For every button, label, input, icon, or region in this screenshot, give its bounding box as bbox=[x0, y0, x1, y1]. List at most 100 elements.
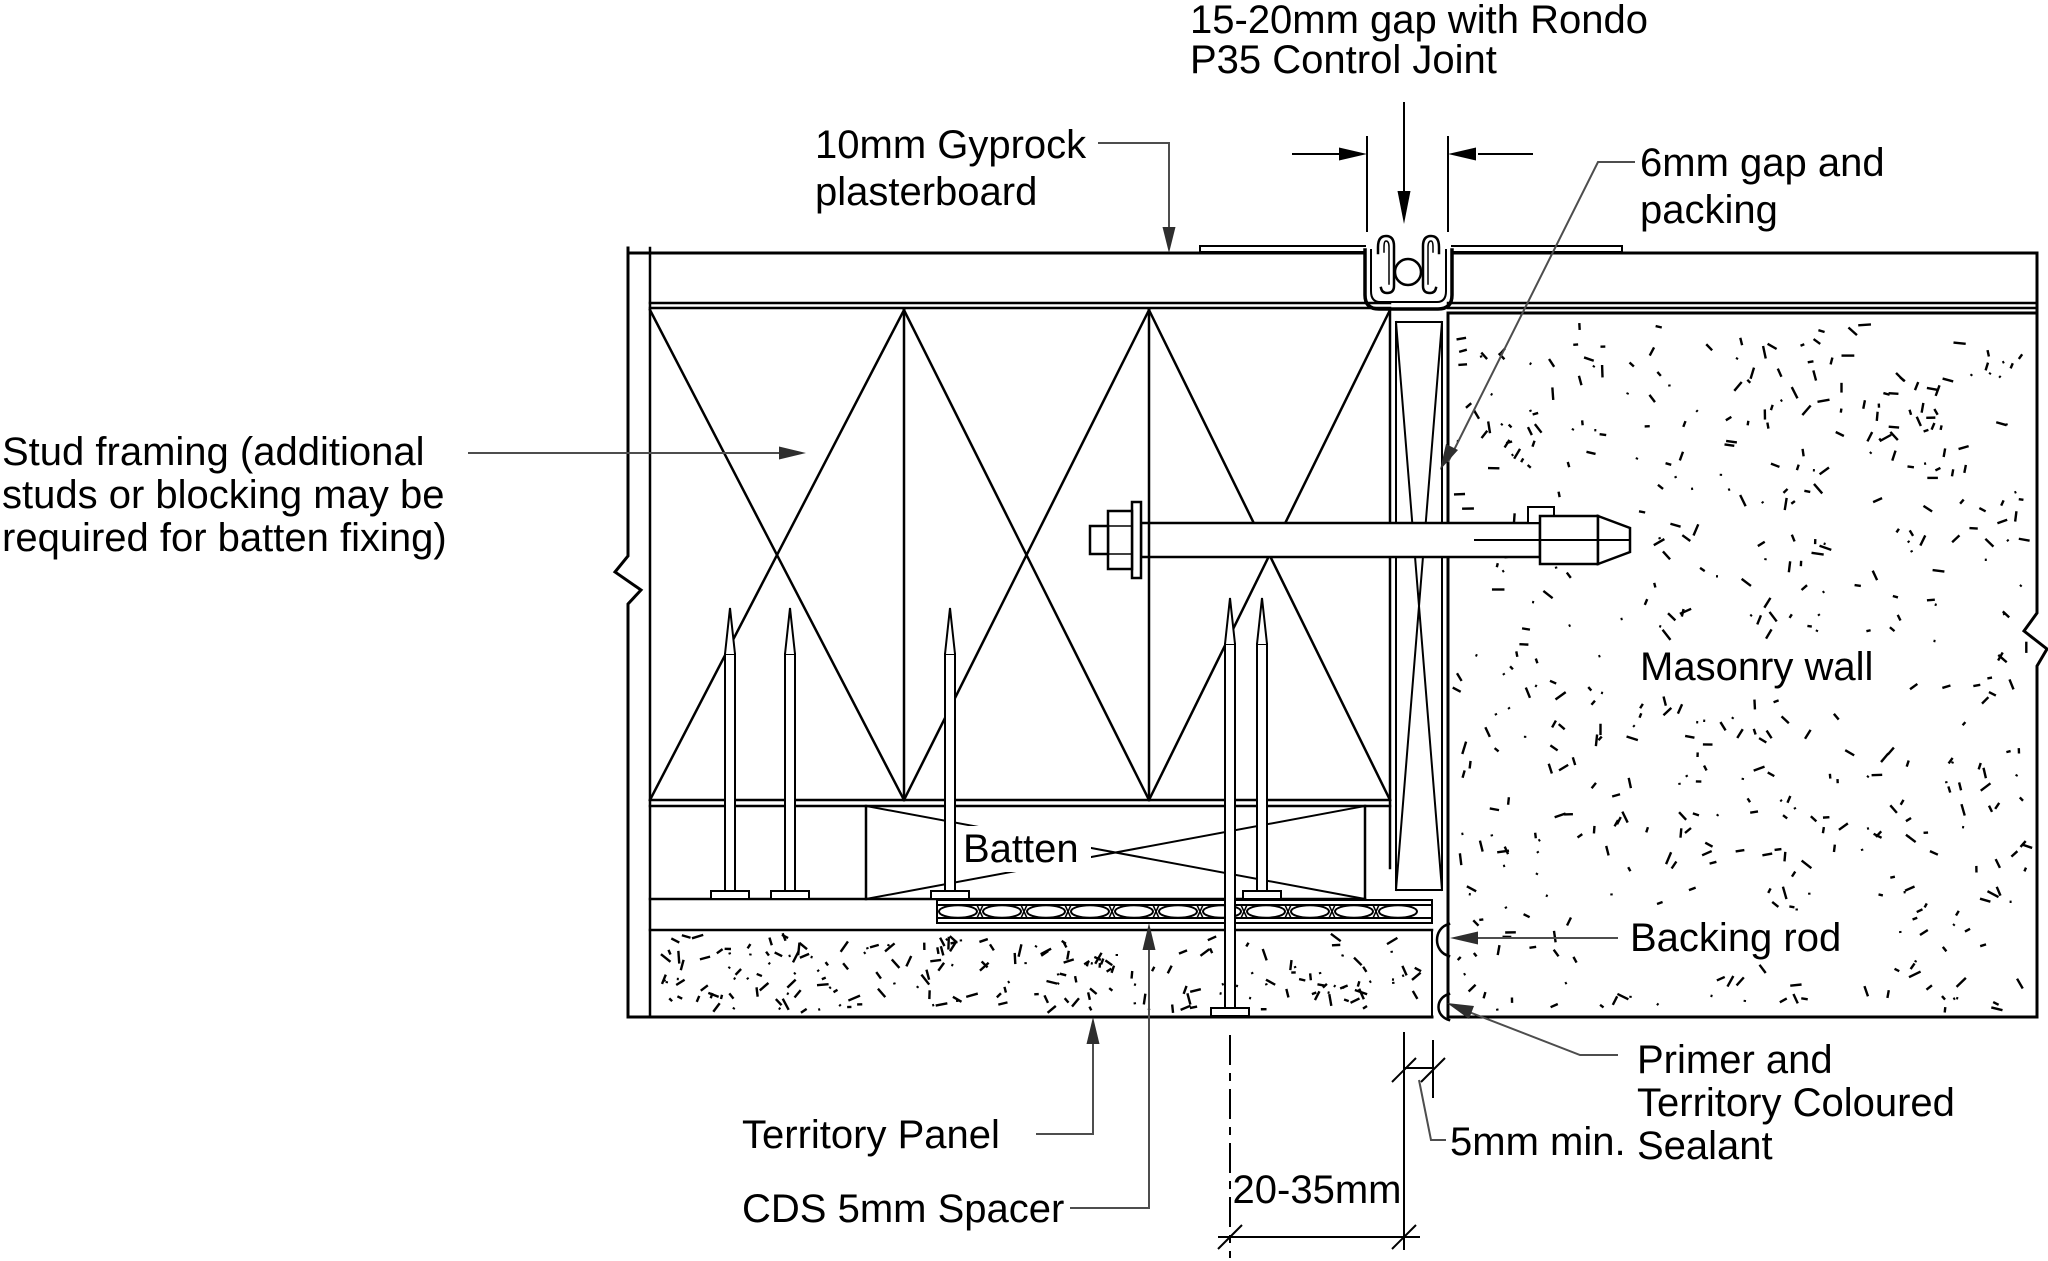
stipple-mark bbox=[890, 958, 901, 969]
spacer-ellipse bbox=[982, 904, 1022, 919]
stipple-mark bbox=[995, 992, 1002, 999]
stipple-mark bbox=[1767, 771, 1775, 778]
stipple-mark bbox=[1130, 970, 1134, 979]
stipple-mark bbox=[1812, 370, 1818, 381]
stipple-mark bbox=[1653, 538, 1665, 547]
stipple-mark bbox=[1879, 433, 1892, 443]
backing-rod-label: Backing rod bbox=[1630, 916, 1841, 960]
stipple-mark bbox=[1783, 497, 1788, 511]
stipple-mark bbox=[1611, 995, 1619, 1006]
stipple-mark bbox=[1750, 810, 1759, 814]
stipple-mark bbox=[1088, 1006, 1093, 1011]
stipple-mark bbox=[1980, 782, 1992, 792]
stipple-mark bbox=[1886, 990, 1890, 999]
arrowhead-up-icon bbox=[1086, 1017, 1100, 1044]
stipple-mark bbox=[1142, 993, 1147, 1005]
plasterboard-label-line2: plasterboard bbox=[815, 170, 1037, 214]
stipple-mark bbox=[1701, 849, 1713, 857]
stipple-mark bbox=[1832, 713, 1840, 721]
stipple-mark bbox=[1520, 457, 1525, 463]
stipple-mark bbox=[1170, 1004, 1175, 1014]
stipple-mark bbox=[1502, 672, 1506, 676]
stipple-mark bbox=[728, 952, 732, 955]
stipple-mark bbox=[1133, 983, 1137, 987]
stipple-mark bbox=[1551, 387, 1555, 401]
stipple-mark bbox=[1590, 699, 1596, 706]
stipple-mark bbox=[824, 961, 830, 967]
stipple-mark bbox=[2018, 537, 2030, 542]
stipple-mark bbox=[1643, 598, 1649, 606]
stipple-mark bbox=[1656, 371, 1662, 377]
stipple-mark bbox=[1472, 409, 1481, 420]
stipple-mark bbox=[1456, 956, 1462, 961]
stipple-mark bbox=[1353, 956, 1363, 967]
stipple-mark bbox=[1505, 440, 1513, 445]
stipple-mark bbox=[728, 992, 735, 1000]
stipple-mark bbox=[1746, 797, 1752, 803]
stipple-mark bbox=[1942, 448, 1947, 458]
stipple-mark bbox=[712, 1002, 721, 1013]
stipple-mark bbox=[1551, 719, 1557, 729]
stipple-mark bbox=[1829, 357, 1834, 365]
arrowhead-right-icon bbox=[779, 446, 806, 460]
stipple-mark bbox=[1984, 362, 1990, 371]
stipple-mark bbox=[1862, 400, 1867, 409]
stipple-mark bbox=[1468, 760, 1472, 769]
stipple-mark bbox=[1735, 848, 1745, 853]
stipple-mark bbox=[1769, 404, 1774, 411]
stipple-mark bbox=[965, 992, 979, 999]
stipple-mark bbox=[1761, 345, 1767, 359]
stipple-mark bbox=[1986, 890, 2000, 899]
stipple-mark bbox=[778, 1007, 782, 1011]
stipple-mark bbox=[937, 962, 946, 972]
stipple-mark bbox=[979, 961, 990, 972]
stipple-mark bbox=[1526, 464, 1532, 469]
stipple-mark bbox=[1757, 540, 1766, 548]
stipple-mark bbox=[1716, 813, 1720, 817]
stipple-mark bbox=[1726, 975, 1735, 988]
joint-left-hook bbox=[1376, 234, 1396, 295]
stipple-mark bbox=[838, 1003, 842, 1007]
stipple-mark bbox=[1401, 965, 1408, 976]
stipple-mark bbox=[1681, 534, 1691, 542]
stipple-mark bbox=[816, 982, 829, 987]
stipple-mark bbox=[1493, 747, 1500, 753]
stipple-mark bbox=[1670, 860, 1678, 870]
spacer-ellipse bbox=[938, 904, 978, 919]
stipple-mark bbox=[1073, 975, 1078, 983]
stipple-mark bbox=[1702, 764, 1708, 772]
stipple-mark bbox=[1790, 870, 1797, 878]
joint-inner-shell bbox=[1370, 249, 1447, 303]
stipple-mark bbox=[2000, 499, 2005, 507]
nail-shaft bbox=[944, 653, 956, 892]
stipple-mark bbox=[1350, 997, 1360, 1004]
stipple-mark bbox=[1818, 329, 1825, 334]
stipple-mark bbox=[1571, 756, 1577, 766]
plasterboard-ceiling bbox=[626, 245, 2039, 310]
stipple-mark bbox=[1716, 975, 1726, 982]
stipple-mark bbox=[2006, 538, 2010, 542]
stipple-mark bbox=[998, 1001, 1008, 1006]
stipple-mark bbox=[1656, 1002, 1660, 1006]
stipple-mark bbox=[1997, 518, 2008, 525]
stipple-mark bbox=[1341, 954, 1345, 957]
stipple-mark bbox=[1958, 445, 1969, 451]
stipple-mark bbox=[1770, 462, 1780, 469]
masonry-label-halo bbox=[1628, 644, 1890, 694]
stipple-mark bbox=[1753, 699, 1757, 710]
stipple-mark bbox=[1150, 966, 1156, 972]
stipple-mark bbox=[1925, 984, 1933, 991]
stipple-mark bbox=[1910, 549, 1914, 553]
stipple-mark bbox=[952, 995, 963, 1003]
stipple-mark bbox=[1552, 930, 1557, 943]
stipple-mark bbox=[1552, 948, 1560, 958]
stipple-mark bbox=[816, 969, 820, 973]
stipple-mark bbox=[1386, 936, 1399, 946]
stipple-mark bbox=[1779, 997, 1788, 1004]
joint-flange-right bbox=[1451, 245, 1623, 253]
stipple-mark bbox=[1933, 408, 1939, 416]
stipple-mark bbox=[793, 971, 797, 975]
stipple-mark bbox=[1913, 381, 1920, 391]
stipple-mark bbox=[1466, 885, 1477, 893]
stipple-mark bbox=[1648, 394, 1656, 403]
